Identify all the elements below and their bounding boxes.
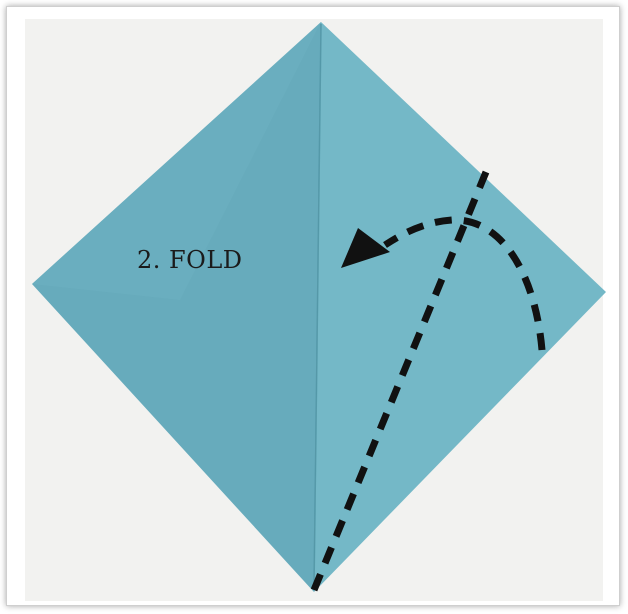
paper-left-half bbox=[32, 22, 321, 592]
paper-right-half bbox=[314, 22, 606, 592]
step-label: 2. FOLD bbox=[137, 246, 243, 274]
